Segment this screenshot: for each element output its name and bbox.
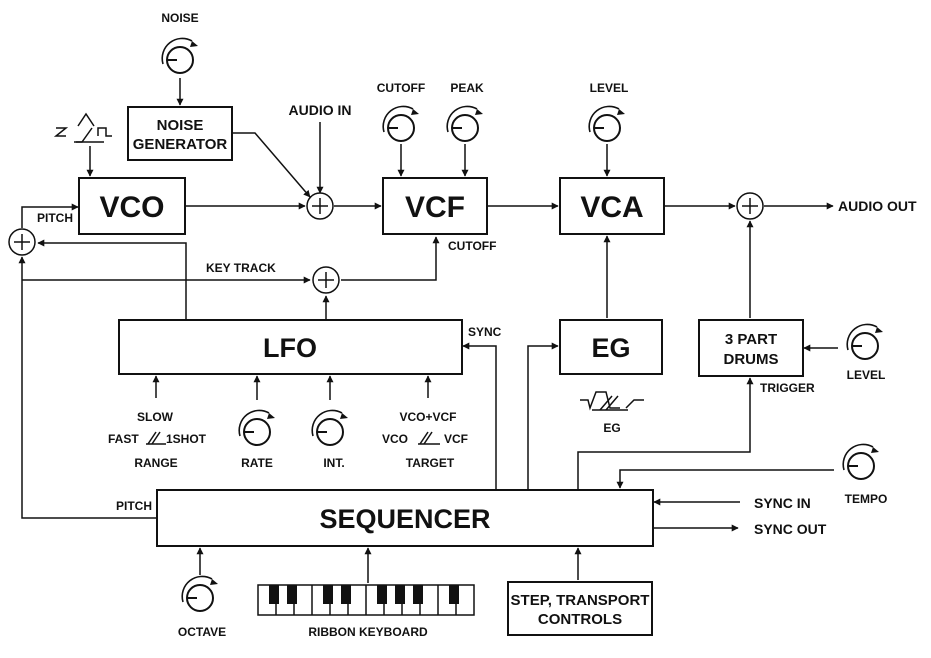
vco-pitch-label: PITCH — [37, 211, 73, 225]
level-knob-vca — [588, 105, 625, 142]
vcf-cutoff-input-label: CUTOFF — [448, 239, 496, 253]
sum-junction-audio — [306, 192, 334, 220]
lfo-sync-label: SYNC — [468, 325, 502, 339]
peak-knob-label: PEAK — [450, 81, 484, 95]
eg-label: EG — [591, 333, 630, 363]
noise-knob-label: NOISE — [161, 11, 198, 25]
vca-block: VCA — [559, 177, 665, 235]
target-switch-top-label: VCO+VCF — [399, 410, 456, 424]
eg-switch-icon — [580, 391, 644, 411]
tempo-knob — [842, 443, 879, 480]
key-track-label: KEY TRACK — [206, 261, 276, 275]
target-switch-icon — [418, 431, 440, 445]
sum-junction-output — [736, 192, 764, 220]
range-switch-top-label: SLOW — [137, 410, 174, 424]
audio-in-label: AUDIO IN — [289, 102, 352, 118]
vco-block: VCO — [78, 177, 186, 235]
eg-block: EG — [559, 319, 663, 375]
controls-block: STEP, TRANSPORT CONTROLS — [507, 581, 653, 636]
signal-wires — [18, 78, 838, 583]
target-switch-bottom-label: TARGET — [406, 456, 455, 470]
drums-label-line1: 3 PART — [725, 331, 777, 348]
sequencer-pitch-label: PITCH — [116, 499, 152, 513]
drums-trigger-label: TRIGGER — [760, 381, 815, 395]
waveform-selector-icon — [53, 112, 112, 143]
rate-knob-label: RATE — [241, 456, 273, 470]
ribbon-keyboard-label: RIBBON KEYBOARD — [308, 625, 428, 639]
cutoff-knob-label: CUTOFF — [377, 81, 425, 95]
target-switch-left-label: VCO — [382, 432, 408, 446]
noise-generator-block: NOISE GENERATOR — [127, 106, 233, 161]
sum-junction-pitch — [8, 228, 36, 256]
octave-knob — [181, 575, 218, 612]
range-switch-left-label: FAST — [108, 432, 139, 446]
lfo-label: LFO — [263, 333, 317, 363]
octave-knob-label: OCTAVE — [178, 625, 226, 639]
controls-label-line2: CONTROLS — [538, 611, 622, 628]
sync-out-label: SYNC OUT — [754, 521, 827, 537]
level-knob-vca-label: LEVEL — [590, 81, 629, 95]
intensity-knob — [311, 409, 348, 446]
eg-switch-label: EG — [603, 421, 620, 435]
noise-generator-label-line1: NOISE — [157, 117, 204, 134]
level-knob-drums — [846, 323, 883, 360]
sequencer-label: SEQUENCER — [319, 504, 490, 534]
vcf-block: VCF — [382, 177, 488, 235]
sync-in-label: SYNC IN — [754, 495, 811, 511]
ribbon-keyboard-icon — [257, 584, 475, 616]
level-knob-drums-label: LEVEL — [847, 368, 886, 382]
drums-label-line2: DRUMS — [724, 351, 779, 368]
range-switch-icon — [146, 431, 166, 445]
vca-label: VCA — [580, 191, 643, 224]
vcf-label: VCF — [405, 191, 465, 224]
intensity-knob-label: INT. — [323, 456, 344, 470]
lfo-block: LFO — [118, 319, 463, 375]
rate-knob — [238, 409, 275, 446]
vco-label: VCO — [99, 191, 164, 224]
audio-out-label: AUDIO OUT — [838, 198, 917, 214]
range-switch-bottom-label: RANGE — [134, 456, 177, 470]
target-switch-right-label: VCF — [444, 432, 468, 446]
noise-generator-label-line2: GENERATOR — [133, 136, 228, 153]
noise-knob — [161, 37, 198, 74]
cutoff-knob — [382, 105, 419, 142]
range-switch-right-label: 1SHOT — [166, 432, 207, 446]
drums-block: 3 PART DRUMS — [698, 319, 804, 377]
tempo-knob-label: TEMPO — [845, 492, 888, 506]
sequencer-block: SEQUENCER — [156, 489, 654, 547]
peak-knob — [446, 105, 483, 142]
sum-junction-keytrack — [312, 266, 340, 294]
controls-label-line1: STEP, TRANSPORT — [511, 592, 650, 609]
